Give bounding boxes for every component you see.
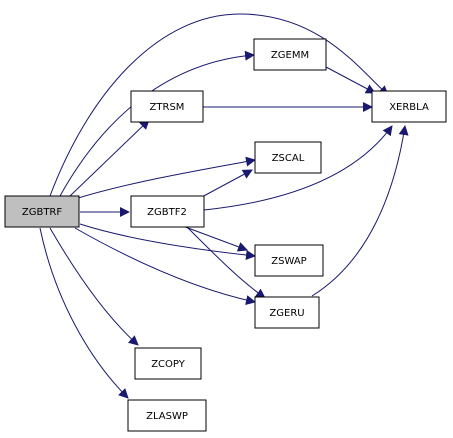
- node-label: ZGEMM: [271, 50, 309, 61]
- node-label: XERBLA: [389, 102, 429, 113]
- edge-zgeru-xerbla: [311, 125, 409, 297]
- node-label: ZGBTRF: [22, 207, 63, 218]
- edge-zgbtrf-xerbla: [49, 13, 389, 197]
- edge-zgbtrf-zlaswp: [39, 227, 129, 399]
- edge-zgbtrf-ztrsm: [69, 119, 150, 197]
- edge-zgbtf2-zswap: [179, 224, 248, 252]
- edge-zgbtrf-zgemm: [59, 50, 255, 197]
- node-label: ZGERU: [269, 308, 304, 319]
- node-zcopy[interactable]: ZCOPY: [134, 347, 202, 380]
- node-zgbtrf[interactable]: ZGBTRF: [4, 195, 80, 228]
- node-zgbtf2[interactable]: ZGBTF2: [130, 195, 205, 228]
- edge-zgbtf2-xerbla: [203, 125, 393, 211]
- node-xerbla[interactable]: XERBLA: [371, 90, 447, 123]
- node-zgeru[interactable]: ZGERU: [254, 296, 320, 329]
- edge-zgbtf2-zgeru: [184, 224, 266, 299]
- node-label: ZLASWP: [146, 411, 188, 422]
- node-zscal[interactable]: ZSCAL: [254, 141, 322, 174]
- node-label: ZCOPY: [151, 359, 186, 370]
- node-label: ZSCAL: [272, 153, 305, 164]
- edge-zgbtrf-zscal: [74, 156, 256, 200]
- edge-zgbtrf-zswap: [79, 223, 256, 260]
- node-zswap[interactable]: ZSWAP: [254, 244, 324, 277]
- edge-zgbtrf-zgeru: [74, 227, 256, 305]
- edges: [39, 13, 409, 399]
- edge-zgemm-xerbla: [325, 66, 376, 94]
- node-label: ZTRSM: [150, 102, 185, 113]
- node-label: ZSWAP: [271, 256, 306, 267]
- node-ztrsm[interactable]: ZTRSM: [130, 90, 204, 123]
- node-zgemm[interactable]: ZGEMM: [253, 38, 327, 71]
- node-label: ZGBTF2: [147, 207, 187, 218]
- edge-zgbtf2-zscal: [199, 169, 253, 199]
- edge-zgbtrf-zcopy: [49, 227, 139, 346]
- node-zlaswp[interactable]: ZLASWP: [127, 399, 207, 432]
